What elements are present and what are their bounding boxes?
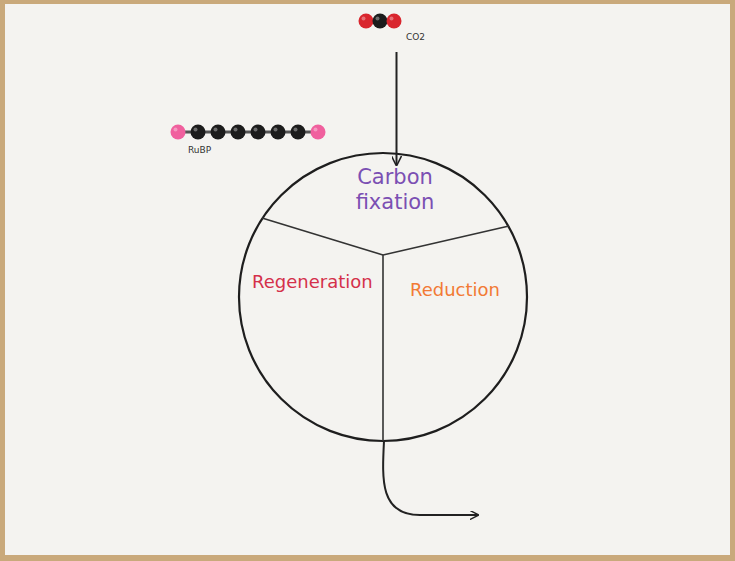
atom-highlight <box>390 17 394 21</box>
cycle-circle <box>239 153 527 441</box>
atom-ball <box>171 125 186 140</box>
atom-highlight <box>294 128 298 132</box>
atom-ball <box>291 125 306 140</box>
co2-molecule: CO2 <box>356 6 440 52</box>
regeneration-stage: Regeneration <box>252 271 373 293</box>
molecule-label: CO2 <box>406 32 425 42</box>
molecule-model <box>356 6 440 52</box>
sector-divider <box>382 255 384 441</box>
atom-highlight <box>274 128 278 132</box>
atom-highlight <box>234 128 238 132</box>
atom-ball <box>231 125 246 140</box>
reduction-stage: Reduction <box>410 279 500 301</box>
sector-divider <box>383 226 509 255</box>
atom-ball <box>191 125 206 140</box>
stage-label: Reduction <box>410 279 500 301</box>
atom-ball <box>251 125 266 140</box>
atom-highlight <box>362 17 366 21</box>
atom-highlight <box>174 128 178 132</box>
atom-highlight <box>214 128 218 132</box>
atom-ball <box>271 125 286 140</box>
rubp-molecule: RuBP <box>170 118 330 162</box>
atom-highlight <box>194 128 198 132</box>
atom-ball <box>373 14 388 29</box>
input-arrow <box>396 52 398 165</box>
molecule-label: RuBP <box>188 145 211 155</box>
atom-ball <box>211 125 226 140</box>
atom-highlight <box>314 128 318 132</box>
stage-label: Regeneration <box>252 271 373 293</box>
sector-divider <box>262 218 383 255</box>
carbon-fixation-stage: Carbon fixation <box>340 165 450 215</box>
stage-label: Carbon fixation <box>340 165 450 215</box>
output-arrow <box>383 441 478 515</box>
atom-highlight <box>254 128 258 132</box>
molecule-model <box>170 118 330 162</box>
atom-ball <box>311 125 326 140</box>
atom-highlight <box>376 17 380 21</box>
atom-ball <box>359 14 374 29</box>
atom-ball <box>387 14 402 29</box>
